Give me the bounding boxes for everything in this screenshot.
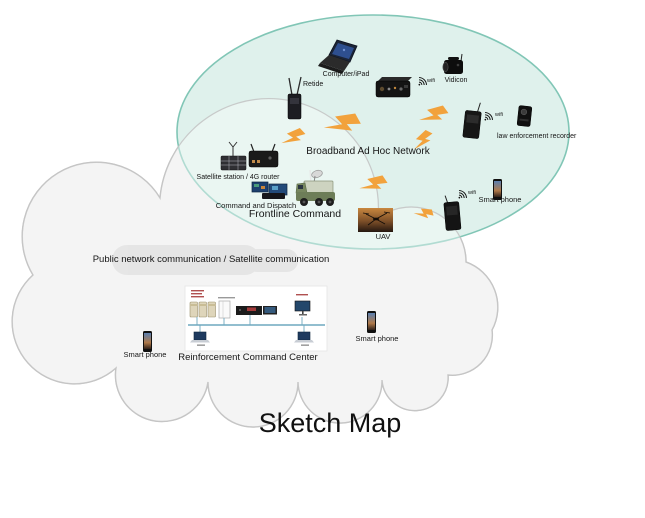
computer-label: Computer/iPad xyxy=(322,71,370,78)
vidicon-label: Vidicon xyxy=(444,77,468,84)
field-radio-icon xyxy=(443,195,462,231)
reinforcement-diagram xyxy=(184,285,328,352)
dispatch-monitors-icon xyxy=(251,181,288,199)
dispatch-label: Command and Dispatch xyxy=(215,201,297,210)
smartphone-label: Smart phone xyxy=(478,195,522,204)
satellite-label: Satellite station / 4G router xyxy=(196,174,280,181)
retide-radio-icon xyxy=(287,76,302,120)
page-title: Sketch Map xyxy=(258,408,402,438)
uav-label: UAV xyxy=(375,232,391,241)
frontline-label: Frontline Command xyxy=(248,208,342,220)
central-radio-icon xyxy=(375,77,412,98)
satellite-station-icon xyxy=(220,141,247,171)
router-4g-icon xyxy=(248,143,279,168)
smartphone-icon xyxy=(143,331,152,352)
smartphone-label: Smart phone xyxy=(355,334,399,343)
wifi-label: wifi xyxy=(468,190,476,196)
wifi-label: wifi xyxy=(495,112,503,118)
command-truck-icon xyxy=(295,169,335,206)
public-network-label: Public network communication / Satellite… xyxy=(92,254,330,265)
caption-smudge xyxy=(112,245,298,275)
wifi-label: wifi xyxy=(427,78,435,84)
smartphone-icon xyxy=(493,179,502,200)
law-recorder-radio-icon xyxy=(462,102,482,139)
laptop-icon xyxy=(318,39,358,74)
command-center-label: Reinforcement Command Center xyxy=(178,352,318,363)
uav-photo xyxy=(358,208,393,232)
smartphone-icon xyxy=(367,311,376,333)
recorder-label: law enforcement recorder xyxy=(497,133,577,140)
bodycam-icon xyxy=(516,105,533,127)
vidicon-camera-icon xyxy=(442,53,463,74)
adhoc-network-label: Broadband Ad Hoc Network xyxy=(306,146,430,157)
retide-label: Retide xyxy=(303,81,324,88)
smartphone-label: Smart phone xyxy=(123,350,167,359)
